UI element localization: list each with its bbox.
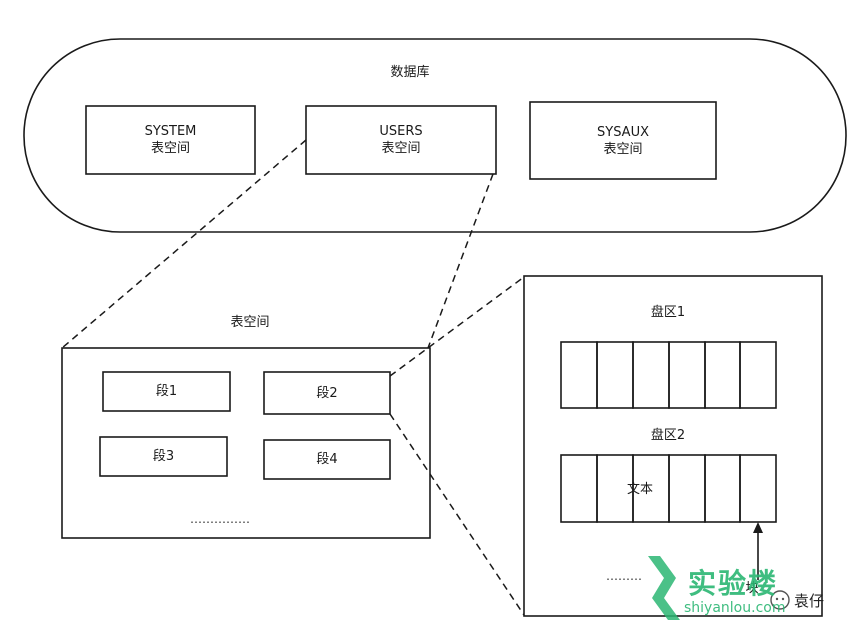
zoom-line-users-right bbox=[427, 173, 494, 349]
extent-2-block bbox=[704, 454, 741, 523]
zoom-line-seg2-bottom bbox=[389, 413, 525, 616]
extent-1-block bbox=[560, 341, 598, 409]
extent-1-block bbox=[596, 341, 634, 409]
system-tablespace-name: SYSTEM bbox=[144, 124, 197, 139]
segment-2-label: 段2 bbox=[316, 385, 338, 401]
extent-2-inner-text: 文本 bbox=[626, 482, 653, 497]
block-pointer-arrowhead bbox=[753, 522, 763, 533]
users-tablespace-name: USERS bbox=[379, 124, 423, 139]
segment-4-box bbox=[263, 439, 391, 480]
watermark-url: shiyanlou.com bbox=[684, 600, 786, 616]
users-tablespace-sub: 表空间 bbox=[381, 141, 421, 156]
segment-3-label: 段3 bbox=[152, 449, 175, 464]
extent-ellipsis: ……… bbox=[606, 569, 642, 583]
watermark-brand: 实验楼 bbox=[688, 567, 779, 600]
wechat-icon bbox=[770, 590, 790, 610]
extent-1-block bbox=[668, 341, 706, 409]
sysaux-tablespace-sub: 表空间 bbox=[603, 141, 643, 157]
extent-2-block bbox=[739, 454, 777, 523]
system-tablespace-label: SYSTEM 表空间 bbox=[86, 106, 255, 174]
database-container bbox=[23, 38, 847, 233]
block-label: 块 bbox=[745, 581, 759, 596]
database-title: 数据库 bbox=[390, 65, 430, 80]
extent-2-title: 盘区2 bbox=[650, 428, 686, 443]
watermark-author: 袁仔 bbox=[794, 592, 825, 610]
tablespace-detail-title: 表空间 bbox=[230, 315, 270, 330]
extent-1-blocks bbox=[560, 341, 777, 409]
segment-2-box bbox=[263, 371, 391, 415]
extent-2-blocks bbox=[560, 454, 777, 523]
extent-1-title: 盘区1 bbox=[650, 305, 686, 320]
system-tablespace-box bbox=[85, 105, 256, 175]
tablespace-detail-box bbox=[61, 347, 431, 539]
segment-1-label: 段1 bbox=[155, 384, 178, 399]
zoom-line-users-left bbox=[61, 139, 307, 349]
sysaux-tablespace-label: SYSAUX 表空间 bbox=[530, 102, 716, 179]
segment-4-label: 段4 bbox=[316, 452, 338, 467]
extent-1-block bbox=[632, 341, 670, 409]
tablespace-ellipsis: …………… bbox=[190, 512, 250, 526]
sysaux-tablespace-name: SYSAUX bbox=[597, 124, 649, 140]
shiyanlou-logo-icon bbox=[648, 556, 680, 620]
segment-3-box bbox=[99, 436, 228, 477]
sysaux-tablespace-box bbox=[529, 101, 717, 180]
system-tablespace-sub: 表空间 bbox=[150, 141, 190, 156]
users-tablespace-label: USERS 表空间 bbox=[306, 106, 496, 174]
extent-2-block bbox=[668, 454, 706, 523]
extent-2-block bbox=[560, 454, 598, 523]
extent-1-block bbox=[739, 341, 777, 409]
segment-1-box bbox=[102, 371, 231, 412]
zoom-line-seg2-top bbox=[389, 276, 525, 377]
extent-1-block bbox=[704, 341, 741, 409]
